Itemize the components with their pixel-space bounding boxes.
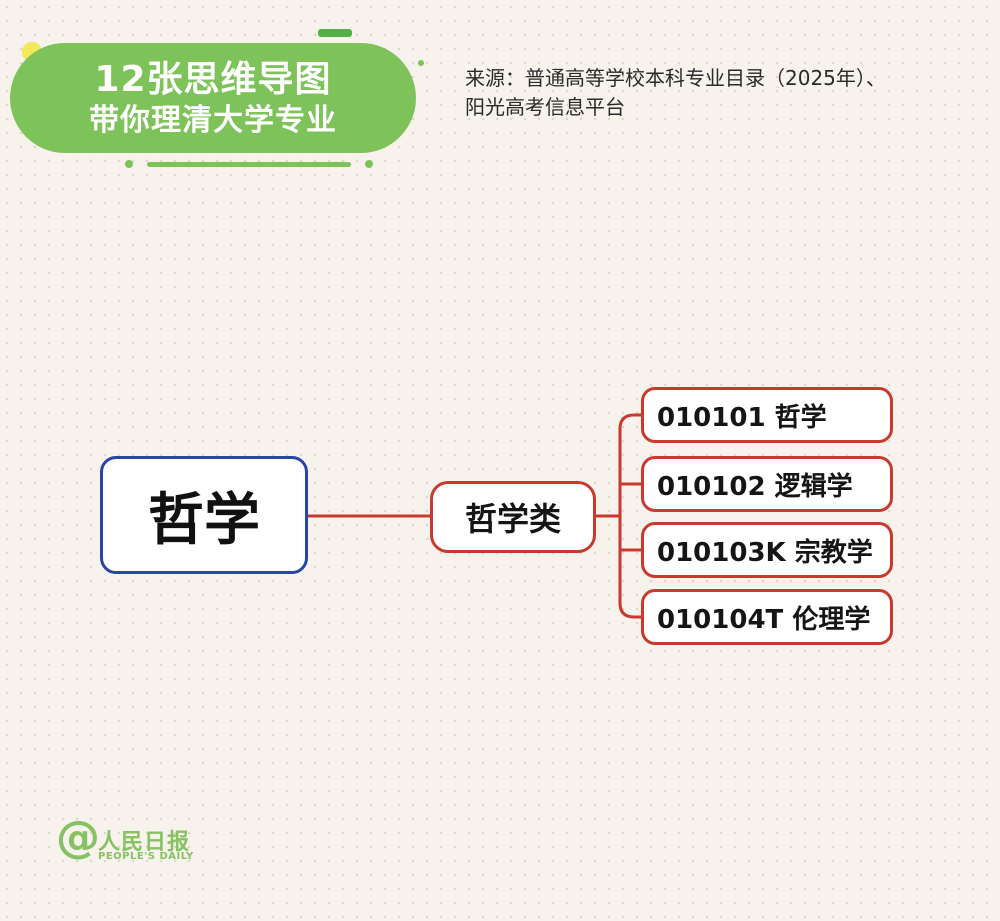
decorative-dot-right (365, 160, 373, 168)
major-node: 010104T 伦理学 (641, 589, 893, 645)
major-node: 010101 哲学 (641, 387, 893, 443)
source-line2: 阳光高考信息平台 (465, 95, 625, 119)
badge-title-line1: 12张思维导图 (94, 58, 332, 100)
decorative-bar-top (318, 29, 352, 37)
peoples-daily-logo: @ 人民日报 PEOPLE'S DAILY (56, 812, 196, 868)
root-node: 哲学 (100, 456, 308, 574)
badge-title-line2: 带你理清大学专业 (89, 102, 337, 138)
logo-at-icon: @ (56, 812, 100, 863)
source-note: 来源：普通高等学校本科专业目录（2025年）、 阳光高考信息平台 (465, 64, 985, 122)
title-badge: 12张思维导图 带你理清大学专业 (10, 43, 416, 153)
category-node: 哲学类 (430, 481, 596, 553)
decorative-bar-bottom (147, 162, 351, 167)
logo-name-en: PEOPLE'S DAILY (98, 851, 194, 862)
major-node: 010102 逻辑学 (641, 456, 893, 512)
logo-name-cn: 人民日报 (98, 830, 191, 855)
decorative-dot-left (125, 160, 133, 168)
major-node: 010103K 宗教学 (641, 522, 893, 578)
connector-category-majors (596, 413, 641, 619)
source-line1: 来源：普通高等学校本科专业目录（2025年）、 (465, 66, 886, 90)
decorative-dot-small (418, 60, 424, 66)
